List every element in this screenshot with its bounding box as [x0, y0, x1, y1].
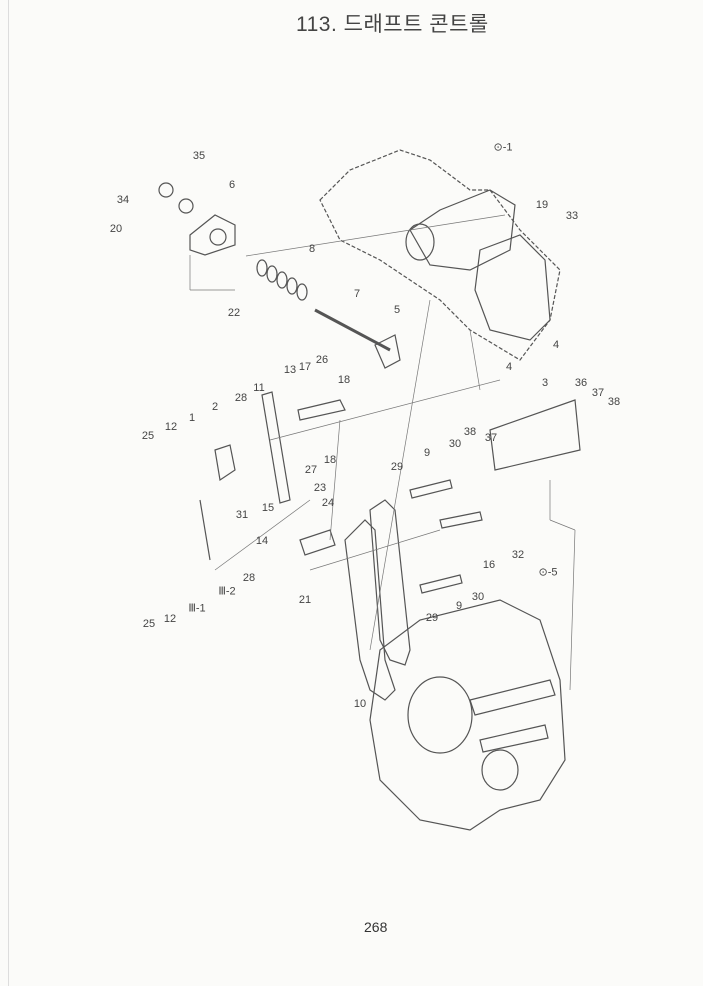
callout: 26	[315, 354, 329, 366]
callout: 12	[164, 421, 178, 433]
callout: 14	[255, 535, 269, 547]
lift-arm-2	[369, 499, 411, 666]
callout: ⊙-1	[493, 141, 513, 154]
mount-plate	[469, 679, 556, 716]
callout: 38	[607, 396, 621, 408]
callout: 13	[283, 364, 297, 376]
callout: 22	[227, 307, 241, 319]
callout: 15	[261, 502, 275, 514]
cam	[299, 529, 336, 556]
callout: 30	[448, 438, 462, 450]
callout: 31	[235, 509, 249, 521]
cylinder-bore	[405, 223, 435, 261]
callout: 34	[116, 194, 130, 206]
callout: 20	[109, 223, 123, 235]
callout: 5	[393, 304, 401, 316]
callout: 17	[298, 361, 312, 373]
rear-housing	[369, 599, 566, 831]
callout: 37	[591, 387, 605, 399]
callout: 24	[321, 497, 335, 509]
callout: 19	[535, 199, 549, 211]
callout: 8	[308, 243, 316, 255]
callout: 35	[192, 150, 206, 162]
lever	[261, 391, 291, 504]
callout: 38	[463, 426, 477, 438]
link-plate	[297, 399, 346, 421]
callout: 7	[353, 288, 361, 300]
callout: 4	[505, 361, 513, 373]
callout: 3	[541, 377, 549, 389]
housing-upper	[319, 149, 561, 361]
callout: 28	[242, 572, 256, 584]
callout: 16	[482, 559, 496, 571]
callout: 10	[353, 698, 367, 710]
callout: 37	[484, 432, 498, 444]
callout: 18	[323, 454, 337, 466]
arm	[214, 444, 236, 482]
callout: 21	[298, 594, 312, 606]
callout: 18	[337, 374, 351, 386]
callout: ⊙-5	[538, 566, 558, 579]
rod-end	[374, 334, 401, 369]
callout: 9	[455, 600, 463, 612]
callout: 29	[425, 612, 439, 624]
spring	[256, 259, 308, 301]
hydraulic-cylinder	[409, 189, 516, 271]
lift-arm	[344, 519, 396, 701]
callout: 6	[228, 179, 236, 191]
callout: 32	[511, 549, 525, 561]
callout: 2	[211, 401, 219, 413]
callout: 28	[234, 392, 248, 404]
callout: 12	[163, 613, 177, 625]
callout: 23	[313, 482, 327, 494]
bracket-36	[489, 399, 581, 471]
pto-bore	[481, 749, 519, 791]
callout: Ⅲ-2	[218, 585, 236, 598]
axle-bore	[407, 676, 473, 754]
callout: 25	[141, 430, 155, 442]
callout: 27	[304, 464, 318, 476]
callout: Ⅲ-1	[188, 602, 206, 615]
callout: 29	[390, 461, 404, 473]
callout: 9	[423, 447, 431, 459]
draft-bracket	[474, 234, 551, 341]
page-number: 268	[364, 919, 388, 935]
callout: 11	[253, 382, 265, 394]
callout: 4	[552, 339, 560, 351]
callout: 36	[574, 377, 588, 389]
page-edge	[8, 0, 9, 986]
callout: 33	[565, 210, 579, 222]
callout: 1	[188, 412, 196, 424]
callout: 25	[142, 618, 156, 630]
support-bracket	[189, 214, 236, 256]
page-title: 113. 드래프트 콘트롤	[296, 13, 489, 36]
callout: 30	[471, 591, 485, 603]
mount-plate-2	[479, 724, 549, 753]
